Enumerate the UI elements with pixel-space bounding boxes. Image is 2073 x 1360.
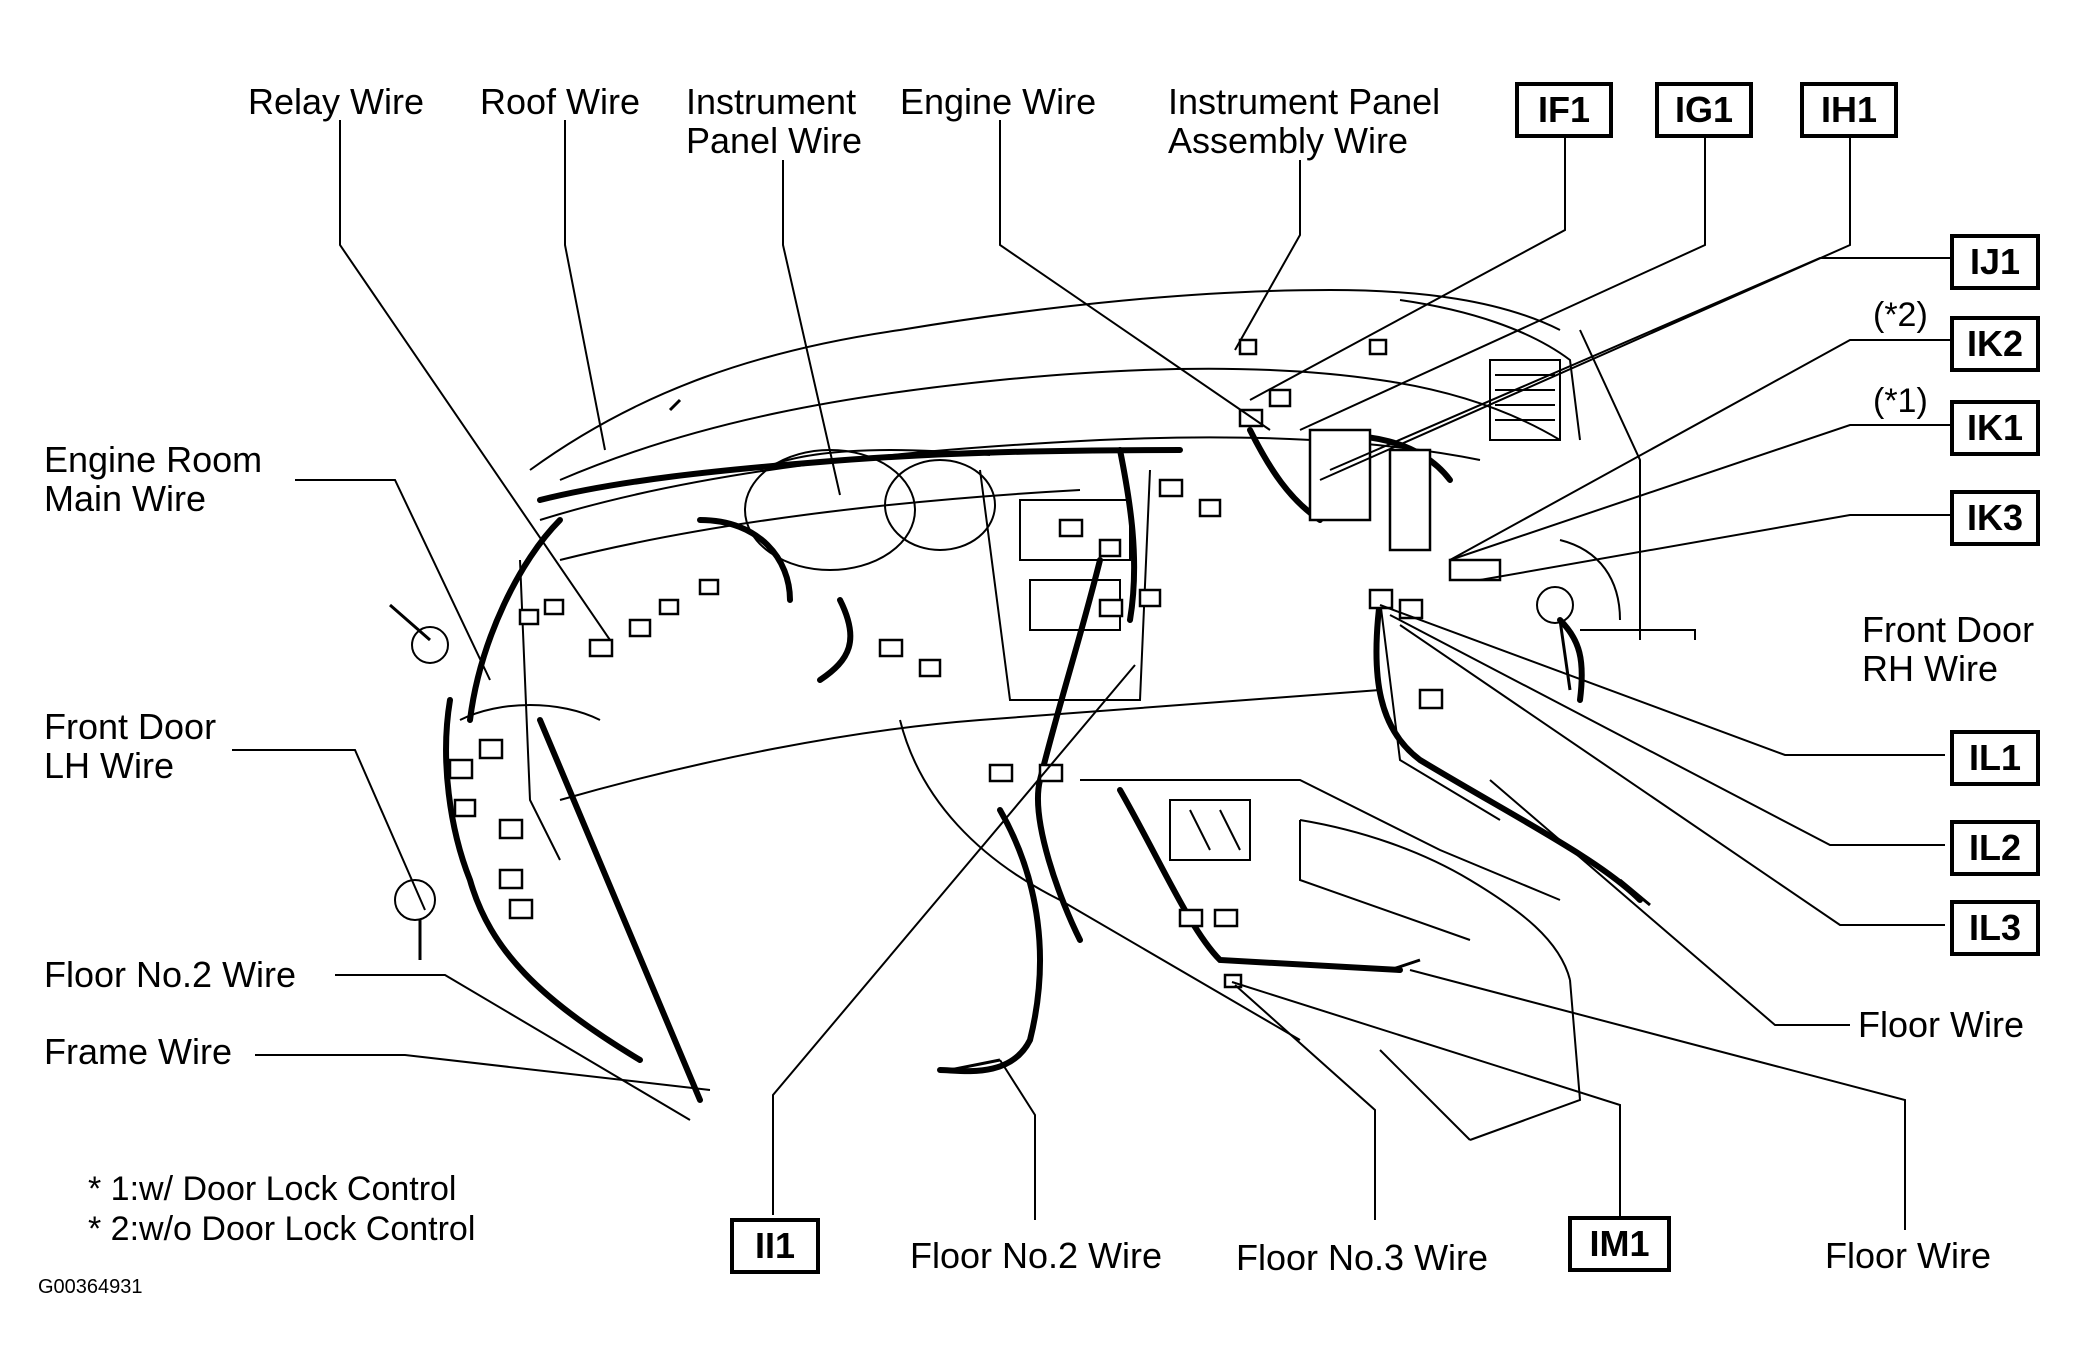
floor-wire-bottom-label: Floor Wire xyxy=(1825,1235,1992,1276)
connector-IM1: IM1 xyxy=(1568,1216,1671,1272)
footnote-1: * 1:w/ Door Lock Control xyxy=(88,1170,457,1208)
connector-II1: II1 xyxy=(730,1218,820,1274)
ik1-note-marker: (*1) xyxy=(1873,382,1928,420)
connector-IK2: IK2 xyxy=(1950,316,2040,372)
connector-IF1: IF1 xyxy=(1515,82,1613,138)
floor-wire-right-label: Floor Wire xyxy=(1858,1004,2025,1045)
frame-wire-label: Frame Wire xyxy=(44,1031,232,1072)
floor-no2-wire-left-label: Floor No.2 Wire xyxy=(44,954,297,995)
relay-wire-label: Relay Wire xyxy=(248,81,425,122)
connector-blocks xyxy=(448,338,1502,989)
connector-IL1: IL1 xyxy=(1950,730,2040,786)
connector-IH1: IH1 xyxy=(1800,82,1898,138)
ik2-note-marker: (*2) xyxy=(1873,296,1928,334)
engine-wire-label: Engine Wire xyxy=(900,81,1097,122)
figure-code: G00364931 xyxy=(38,1276,143,1298)
connector-IK1: IK1 xyxy=(1950,400,2040,456)
roof-wire-label: Roof Wire xyxy=(480,81,641,122)
connector-IL3: IL3 xyxy=(1950,900,2040,956)
connector-IJ1: IJ1 xyxy=(1950,234,2040,290)
floor-no3-wire-label: Floor No.3 Wire xyxy=(1236,1237,1489,1278)
connector-IK3: IK3 xyxy=(1950,490,2040,546)
leader-lines xyxy=(232,120,1955,1230)
footnote-2: * 2:w/o Door Lock Control xyxy=(88,1210,476,1248)
wire-end-ticks xyxy=(389,398,1651,1072)
connector-IG1: IG1 xyxy=(1655,82,1753,138)
connector-IL2: IL2 xyxy=(1950,820,2040,876)
floor-no2-wire-bottom-label: Floor No.2 Wire xyxy=(910,1235,1163,1276)
